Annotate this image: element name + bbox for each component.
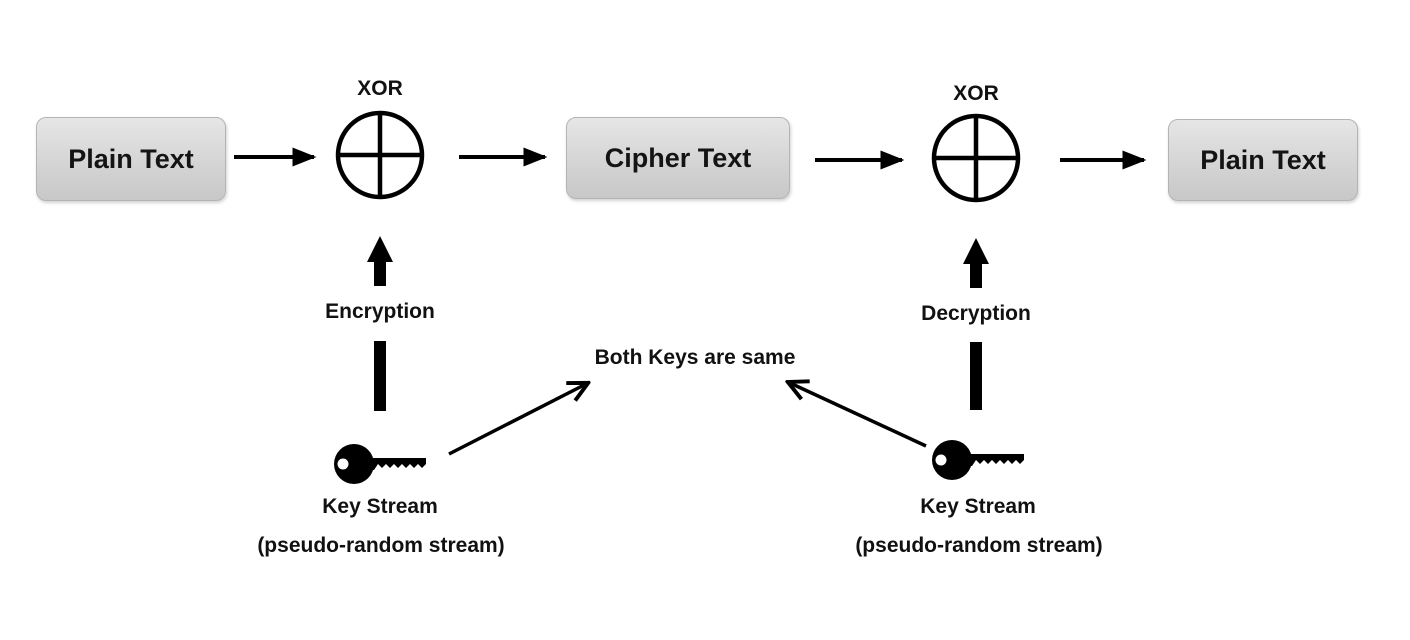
encryption-label: Encryption	[325, 300, 435, 323]
key-stream-right-title: Key Stream	[920, 495, 1036, 518]
decryption-arrow-icon	[963, 238, 989, 410]
both-keys-same-label: Both Keys are same	[594, 346, 796, 369]
plain-text-output-box: Plain Text	[1168, 119, 1358, 201]
arrow-left-key-to-both	[448, 384, 586, 456]
xor-right-icon	[931, 113, 1021, 203]
plain-text-input-box: Plain Text	[36, 117, 226, 201]
xor-left-icon	[335, 110, 425, 200]
xor-left-label: XOR	[357, 77, 403, 100]
key-stream-left-subtitle: (pseudo-random stream)	[257, 534, 505, 557]
decryption-label: Decryption	[921, 302, 1031, 325]
arrow-right-key-to-both	[790, 383, 927, 448]
key-stream-right-subtitle: (pseudo-random stream)	[855, 534, 1103, 557]
encryption-arrow-icon	[367, 236, 393, 411]
cipher-text-box: Cipher Text	[566, 117, 790, 199]
key-left-icon	[334, 444, 426, 484]
key-stream-left-title: Key Stream	[322, 495, 438, 518]
key-right-icon	[932, 440, 1024, 480]
xor-right-label: XOR	[953, 82, 999, 105]
